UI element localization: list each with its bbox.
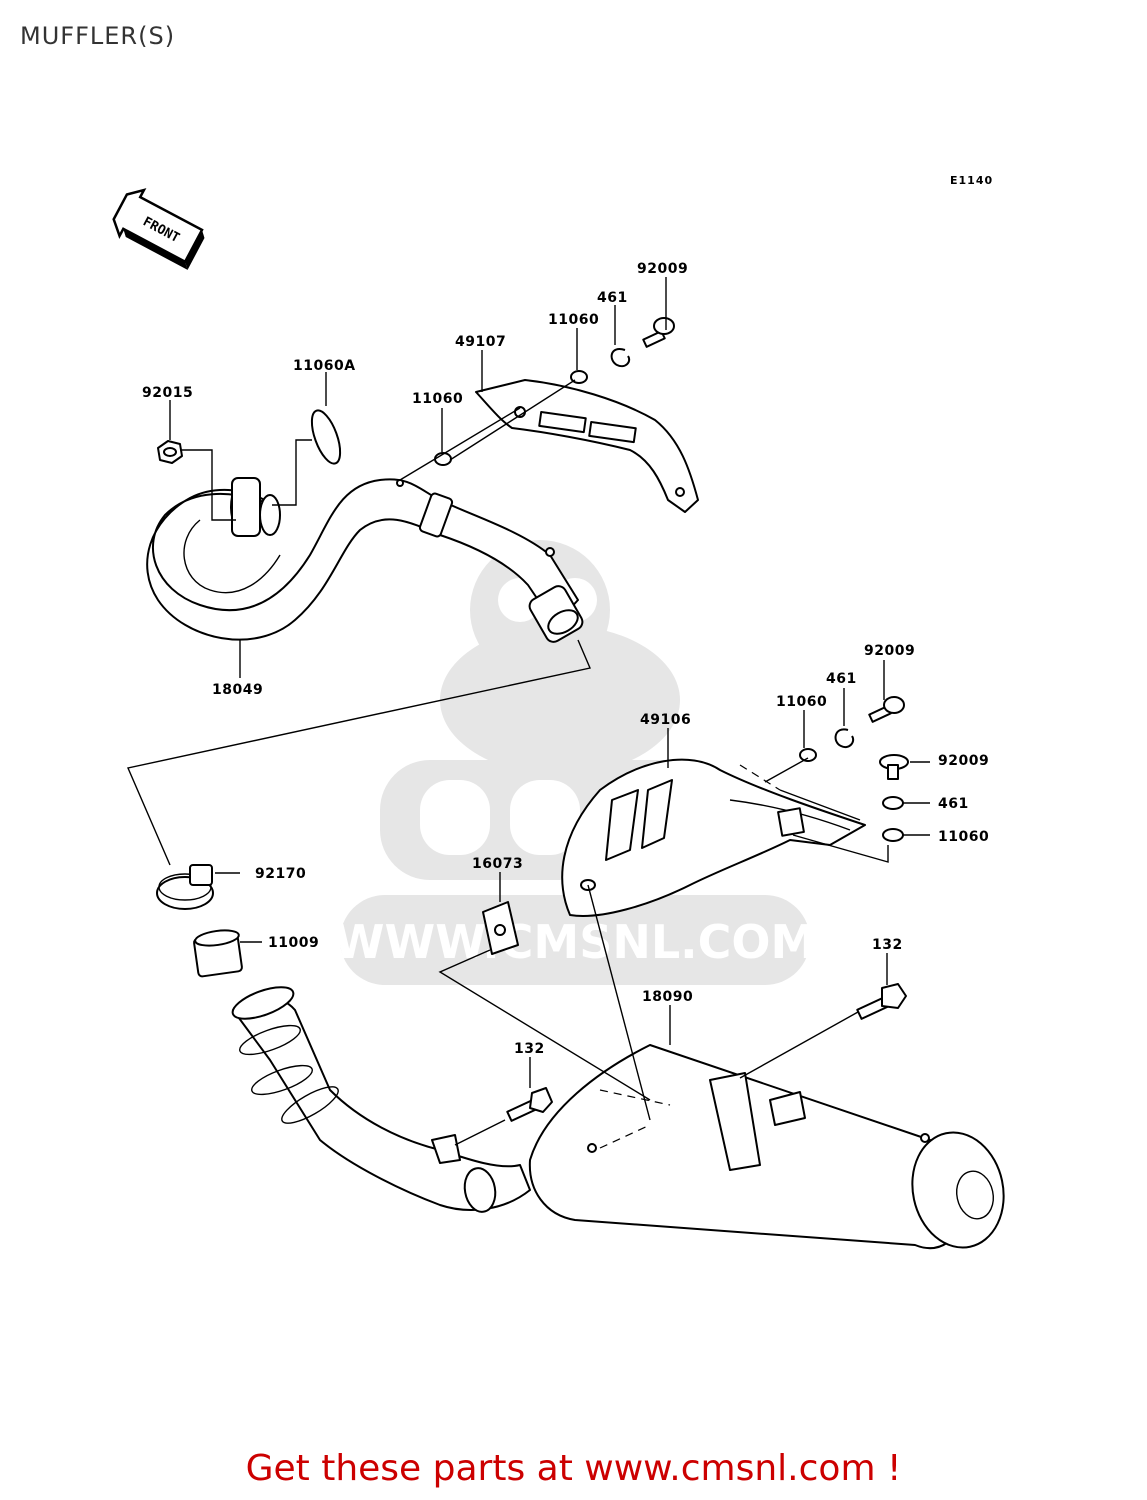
lock-washer-461-right [882,796,904,810]
callout-92170: 92170 [255,866,306,882]
callout-labels: 92009 461 11060 49107 11060 11060A 92015… [142,261,989,1057]
bolt-132-left [506,1087,553,1122]
gasket-11009 [193,929,243,978]
watermark-text: WWW.CMSNL.COM [334,915,817,969]
callout-11060-left: 11060 [412,391,463,407]
callout-11009: 11009 [268,935,319,951]
page-title: MUFFLER(S) [20,22,176,50]
washer-11060-right [882,828,904,842]
callout-49106: 49106 [640,712,691,728]
callout-18090: 18090 [642,989,693,1005]
gasket-11060A [310,409,342,465]
bolt-92009-mid [868,696,905,723]
callout-132-right: 132 [872,937,903,953]
callout-16073: 16073 [472,856,523,872]
callout-11060-mid: 11060 [776,694,827,710]
callout-92009-top: 92009 [637,261,688,277]
callout-461-mid: 461 [826,671,857,687]
leader-lines [127,277,930,1146]
heat-guard-49106 [561,758,866,917]
screw-92009-right [879,754,909,780]
parts-link-banner[interactable]: Get these parts at www.cmsnl.com ! [245,1448,902,1489]
callout-11060A: 11060A [293,358,356,374]
callout-11060-right: 11060 [938,829,989,845]
hidden-lines [599,764,781,1149]
callout-11060-top: 11060 [548,312,599,328]
header-pipe-18049 [146,477,584,643]
callout-49107: 49107 [455,334,506,350]
washer-11060-mid [799,748,817,762]
muffler-18090 [231,986,1005,1250]
callout-18049: 18049 [212,682,263,698]
bracket-16073 [482,901,519,955]
clamp-92170 [156,864,214,910]
callout-92015: 92015 [142,385,193,401]
front-arrow-icon: FRONT [112,188,205,270]
callout-461-top: 461 [597,290,628,306]
callout-132-left: 132 [514,1041,545,1057]
nut-92015 [157,440,183,464]
callout-461-right: 461 [938,796,969,812]
callout-92009-right: 92009 [938,753,989,769]
callout-92009-mid: 92009 [864,643,915,659]
lock-washer-461-top [610,348,631,368]
bolt-132-right [856,983,907,1020]
lock-washer-461-mid [834,728,855,748]
diagram-code: E1140 [950,174,993,187]
heat-guard-49107 [475,379,699,513]
bolt-92009-top [642,317,675,348]
